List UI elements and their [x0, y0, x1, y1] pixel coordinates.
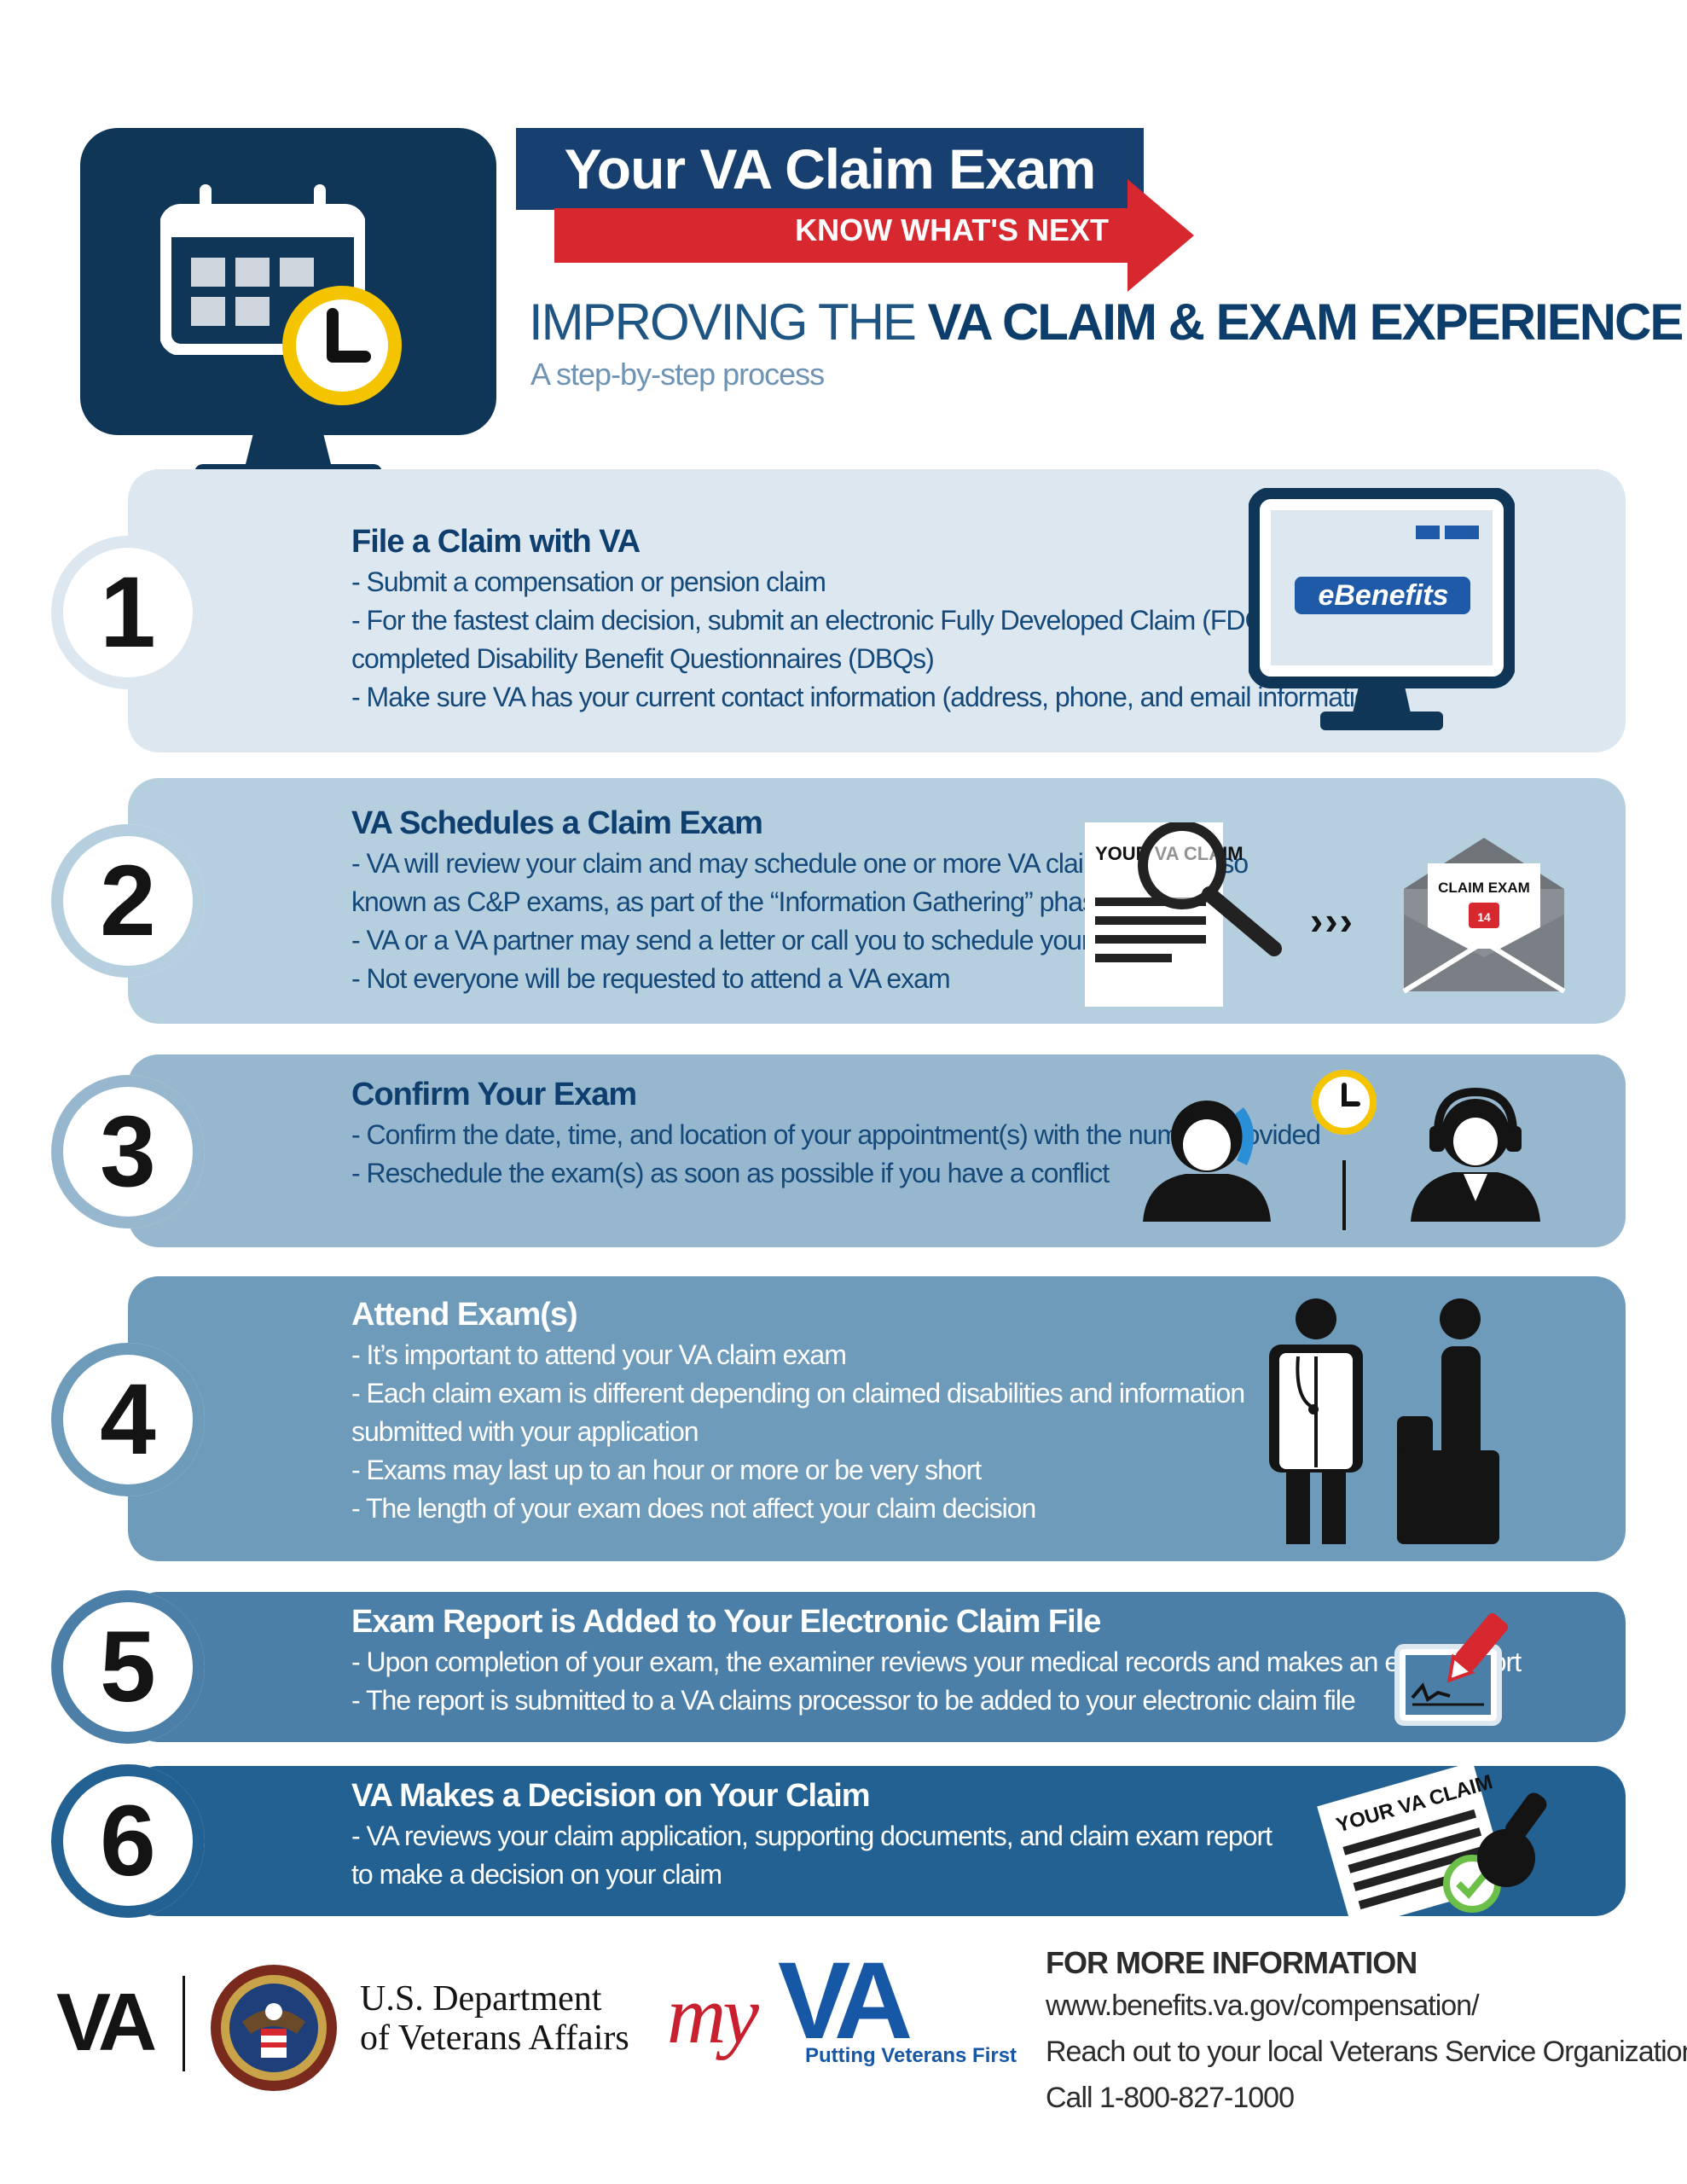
step-line: - Confirm the date, time, and location o…	[351, 1119, 1321, 1150]
step-title: VA Makes a Decision on Your Claim	[351, 1778, 871, 1814]
step-3-number: 3	[51, 1075, 205, 1228]
step-6-number: 6	[51, 1764, 205, 1918]
approved-claim-icon: YOUR VA CLAIM	[1317, 1762, 1547, 1920]
department-name-line: of Veterans Affairs	[360, 2018, 629, 2058]
logo-divider	[183, 1976, 185, 2071]
step-line: to make a decision on your claim	[351, 1859, 722, 1890]
step-title: VA Schedules a Claim Exam	[351, 805, 763, 841]
step-line: - VA or a VA partner may send a letter o…	[351, 925, 1190, 956]
step-line: - Each claim exam is different depending…	[351, 1378, 1245, 1409]
doctor-icon	[1269, 1298, 1363, 1544]
va-logo: VA	[56, 1977, 157, 2068]
envelope-icon: CLAIM EXAM 14	[1402, 838, 1566, 994]
step-description: - It’s important to attend your VA claim…	[351, 1336, 1245, 1528]
computer-icon: eBenefits	[1249, 488, 1515, 730]
step-description: - Submit a compensation or pension claim…	[351, 563, 1392, 717]
phone-caller-icon	[1143, 1101, 1271, 1222]
step-4-card: Attend Exam(s) - It’s important to atten…	[128, 1276, 1626, 1561]
calendar-icon	[160, 184, 365, 355]
step-6-card: VA Makes a Decision on Your Claim - VA r…	[128, 1762, 1626, 1920]
department-name: U.S. Department of Veterans Affairs	[360, 1979, 629, 2058]
step-3-card: Confirm Your Exam - Confirm the date, ti…	[128, 1054, 1626, 1247]
info-vso-text: Reach out to your local Veterans Service…	[1046, 2036, 1687, 2068]
step-1-number: 1	[51, 536, 205, 689]
claim-exam-text: CLAIM EXAM	[1438, 880, 1530, 896]
step-title: Attend Exam(s)	[351, 1297, 578, 1333]
headline: IMPROVING THE VA CLAIM & EXAM EXPERIENCE	[529, 290, 1684, 355]
info-website-link[interactable]: www.benefits.va.gov/compensation/	[1046, 1989, 1480, 2022]
info-phone-link[interactable]: Call 1-800-827-1000	[1046, 2082, 1295, 2114]
step-line: - Not everyone will be requested to atte…	[351, 963, 951, 994]
page-subtitle: KNOW WHAT'S NEXT	[795, 212, 1109, 247]
va-seal-icon	[211, 1965, 337, 2091]
calendar-day-text: 14	[1477, 910, 1491, 924]
myva-logo-my: my	[667, 1969, 759, 2060]
step-2-card: VA Schedules a Claim Exam - VA will revi…	[128, 778, 1626, 1024]
step-1-card: File a Claim with VA - Submit a compensa…	[128, 469, 1626, 752]
step-description: - Confirm the date, time, and location o…	[351, 1116, 1321, 1193]
step-title: Exam Report is Added to Your Electronic …	[351, 1604, 1101, 1640]
step-line: - The report is submitted to a VA claims…	[351, 1685, 1356, 1716]
arrow-banner-icon	[554, 179, 1194, 292]
headline-light: IMPROVING THE	[529, 293, 928, 351]
headline-bold: VA CLAIM & EXAM EXPERIENCE	[927, 293, 1684, 351]
headset-agent-icon	[1411, 1087, 1540, 1222]
clock-icon	[282, 286, 402, 405]
signed-report-icon	[1394, 1613, 1509, 1726]
ebenefits-logo-text: eBenefits	[1318, 579, 1448, 612]
step-5-card: Exam Report is Added to Your Electronic …	[128, 1592, 1626, 1742]
step-line: - It’s important to attend your VA claim…	[351, 1339, 847, 1370]
step-line: - Make sure VA has your current contact …	[351, 682, 1392, 712]
step-description: - Upon completion of your exam, the exam…	[351, 1643, 1522, 1720]
step-line: - Upon completion of your exam, the exam…	[351, 1647, 1522, 1677]
step-line: - VA reviews your claim application, sup…	[351, 1821, 1272, 1851]
title-banner: Your VA Claim Exam	[516, 128, 1144, 210]
chevrons-icon: ›››	[1310, 898, 1354, 943]
step-line: - Submit a compensation or pension claim	[351, 566, 826, 597]
step-line: - Reschedule the exam(s) as soon as poss…	[351, 1158, 1110, 1188]
department-name-line: U.S. Department	[360, 1979, 602, 2018]
tagline: A step-by-step process	[530, 357, 825, 392]
seated-person-icon	[1397, 1298, 1499, 1544]
step-description: - VA reviews your claim application, sup…	[351, 1817, 1272, 1894]
info-heading: FOR MORE INFORMATION	[1046, 1945, 1417, 1980]
step-line: completed Disability Benefit Questionnai…	[351, 643, 935, 674]
step-line: known as C&P exams, as part of the “Info…	[351, 886, 1110, 917]
step-line: submitted with your application	[351, 1416, 699, 1447]
step-title: Confirm Your Exam	[351, 1077, 637, 1112]
step-2-number: 2	[51, 824, 205, 978]
step-line: - For the fastest claim decision, submit…	[351, 605, 1379, 636]
step-4-number: 4	[51, 1343, 205, 1496]
clock-small-icon	[1312, 1070, 1377, 1230]
myva-tagline: Putting Veterans First	[805, 2044, 1017, 2067]
step-line: - The length of your exam does not affec…	[351, 1493, 1036, 1524]
step-title: File a Claim with VA	[351, 524, 641, 560]
step-line: - Exams may last up to an hour or more o…	[351, 1455, 982, 1485]
myva-logo-va: VA	[778, 1940, 913, 2062]
page-title: Your VA Claim Exam	[564, 137, 1097, 200]
step-5-number: 5	[51, 1590, 205, 1744]
document-search-icon: YOUR VA CLAIM	[1085, 822, 1282, 1007]
